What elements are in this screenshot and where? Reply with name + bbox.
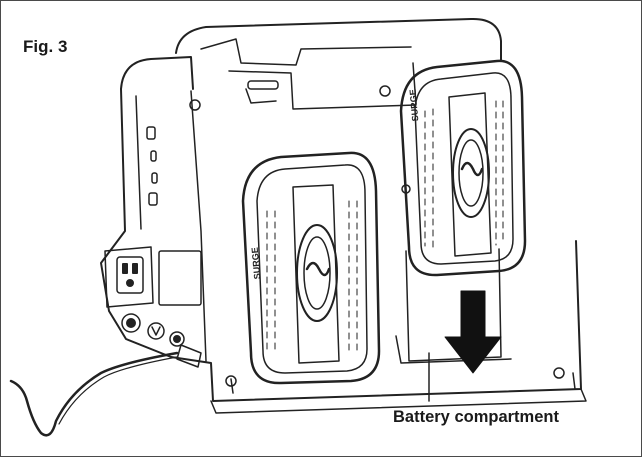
ac-outlet-icon: [116, 256, 144, 294]
usb-port-icon: [147, 322, 165, 340]
power-cord-icon: [9, 344, 202, 437]
battery-compartment-callout: Battery compartment: [393, 408, 559, 426]
main-body: [100, 56, 587, 414]
top-handle: [175, 17, 502, 110]
battery-pack-icon: [399, 59, 527, 277]
battery-pack-icon: [241, 151, 381, 385]
battery-brand-text: SURGE: [250, 247, 263, 280]
down-arrow-icon: [444, 290, 502, 374]
display-screen: [158, 250, 202, 306]
battery-brand-text: SURGE: [408, 89, 421, 122]
control-panel: [104, 246, 202, 347]
figure-label: Fig. 3: [23, 37, 68, 56]
